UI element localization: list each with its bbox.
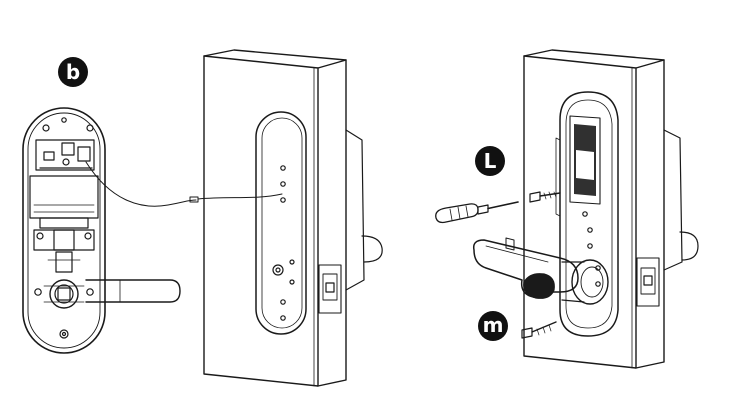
door-block-right — [523, 49, 699, 369]
connector-wire — [85, 161, 197, 207]
screw-l — [529, 191, 561, 203]
step-m-badge: m — [478, 311, 508, 341]
step-l-badge: L — [475, 146, 505, 176]
step-b-label: b — [66, 60, 80, 84]
screw-m — [521, 321, 557, 339]
step-l-label: L — [484, 149, 497, 173]
step-b-badge: b — [58, 57, 88, 87]
step-lm-group: L m — [435, 49, 699, 369]
rear-lock-panel — [22, 107, 106, 354]
front-lever-handle — [472, 237, 609, 305]
front-lock-body — [555, 91, 619, 337]
rear-lever-handle — [85, 279, 181, 303]
step-b-group: b — [22, 49, 383, 387]
screwdriver — [435, 201, 519, 224]
wire-plug — [189, 196, 199, 203]
door-block-left — [203, 49, 383, 387]
step-m-label: m — [483, 313, 504, 337]
